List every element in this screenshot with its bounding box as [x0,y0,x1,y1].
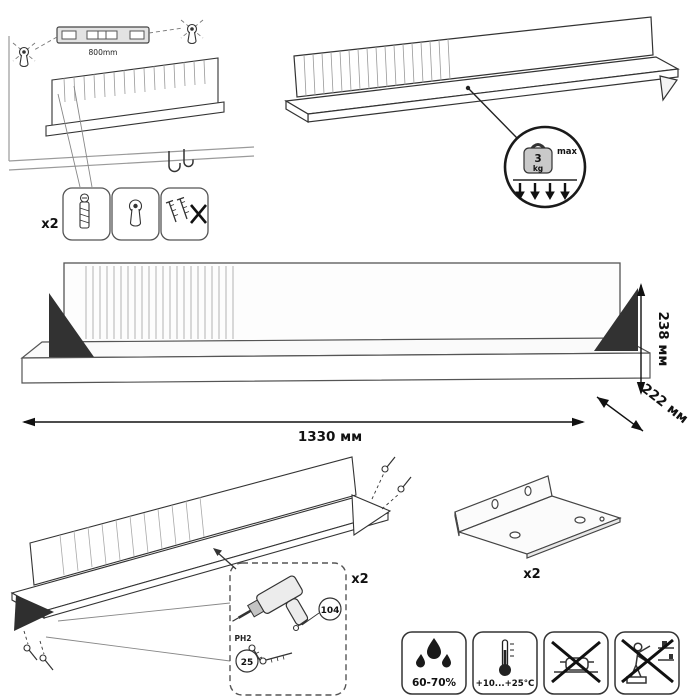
max-label: max [557,147,578,157]
wall-anchor-point-right [186,23,198,45]
not-included-cross-icon [190,204,207,224]
humidity-icon [416,638,451,668]
pointer-arrow [213,548,237,570]
temperature-label: +10...+25°C [476,679,535,689]
detail-leader-lines [45,602,231,662]
kettlebell-icon: 3 kg [523,143,553,174]
wall-mounting-diagram: 800mm [8,19,255,241]
shelf-perspective-view [284,16,680,124]
nails-icon [165,196,190,223]
dimension-width: 1330 мм [22,417,585,445]
dimension-depth: 222 мм [596,381,689,432]
width-label: 1330 мм [298,429,362,445]
wall-plug-icon [79,193,90,229]
mount-span-label: 800mm [89,48,118,57]
left-bracket-installed [14,595,54,631]
slat-grooves [303,38,451,97]
thermometer-icon [499,639,514,676]
bracket-quantity-label: x2 [523,567,540,582]
dimension-height: 238 мм [636,283,671,395]
usage-conditions-row: 60-70% +10...+25°C [401,631,680,695]
mounted-shelf-mini [45,57,225,137]
wall-anchor-point-left [18,46,30,68]
no-climbing-icon [626,641,674,684]
humidity-label: 60-70% [412,677,457,689]
height-label: 238 мм [655,312,671,367]
assembly-quantity-label: x2 [351,572,368,587]
left-bracket-screws [23,630,54,671]
prohibited-cross-right [621,638,674,684]
bit-label: PH2 [235,634,252,643]
hardware-leader-lines [57,85,93,188]
bracket-assembly-diagram: x2 PH2 104 25 [10,456,412,696]
left-side-bracket [49,293,94,357]
weight-value-label: 3 [534,153,541,165]
flipped-shelf [10,456,390,619]
no-heavy-objects-icon [554,657,598,673]
weight-unit-label: kg [533,164,543,173]
callout-line [467,87,518,139]
hook-icons [168,149,194,173]
corner-bracket [454,475,622,559]
depth-label: 222 мм [638,381,689,427]
callout-bottom-badge: 25 [235,649,293,673]
room-corner-lines [8,36,255,171]
shelf-side-bracket [659,75,678,102]
shelf-front-view [20,262,651,384]
corner-bracket-part: x2 [454,475,622,582]
slat-grooves [59,496,205,576]
shelf-board-front [21,352,651,384]
screwdriver-icon [232,575,309,626]
load-arrows-down [515,183,570,201]
callout-bottom-label: 25 [241,658,254,668]
right-bracket-assembly [351,456,412,536]
max-load-diagram: 3 kg max [284,16,680,209]
right-side-bracket [594,288,638,351]
keyhole-hanger-icon [128,199,143,227]
product-dimensions-view: 1330 мм 238 мм 222 мм [20,262,689,445]
hardware-quantity-label: x2 [41,217,58,232]
callout-top-badge: 104 [292,597,342,632]
callout-top-label: 104 [321,606,340,616]
spirit-level: 800mm [56,26,150,57]
slat-grooves [85,266,234,339]
prohibited-cross-left [551,640,601,684]
